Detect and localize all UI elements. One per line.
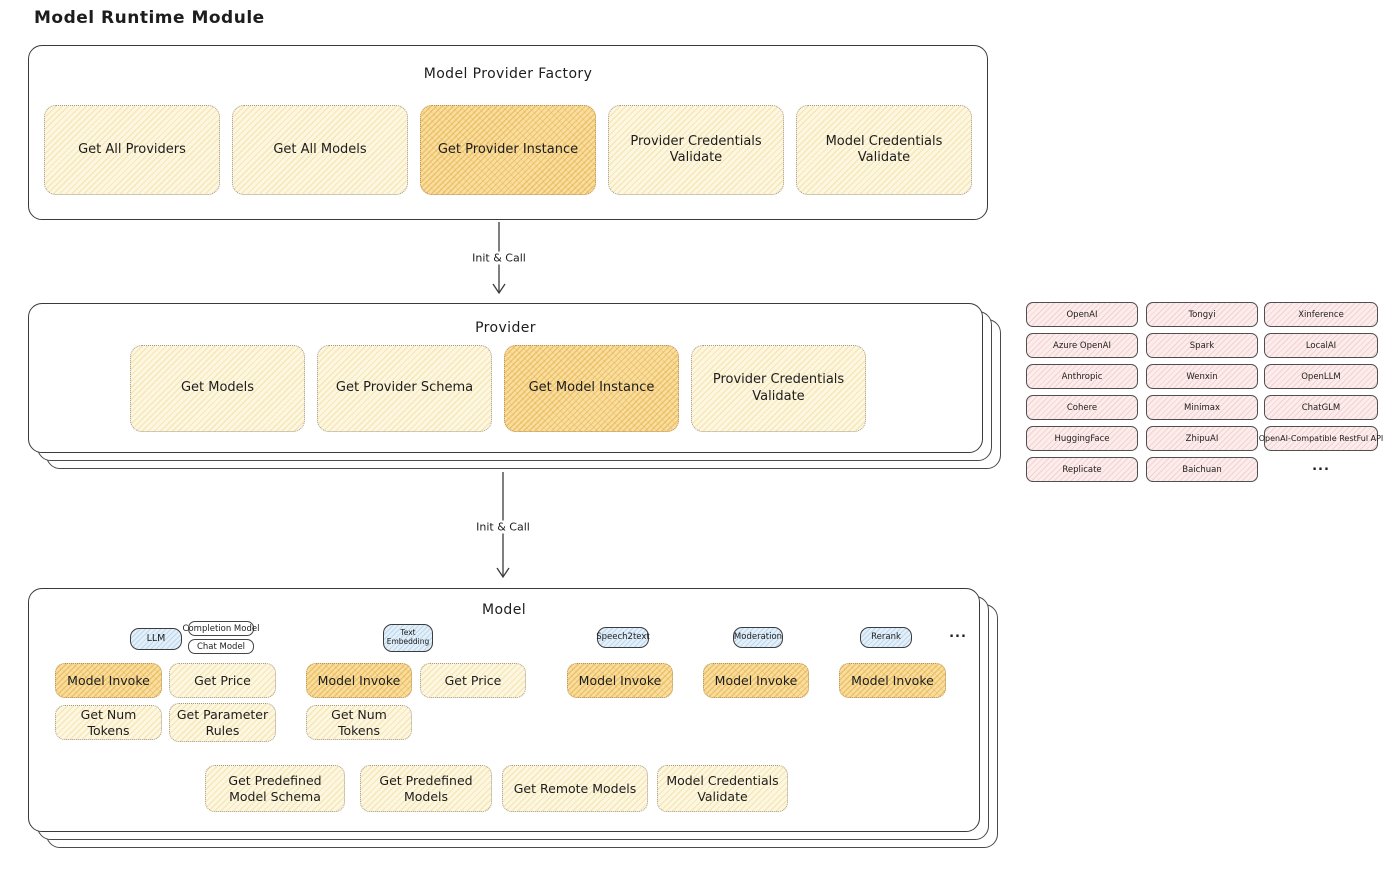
provider-chip-baichuan: Baichuan — [1146, 457, 1258, 482]
provider-chip-minimax: Minimax — [1146, 395, 1258, 420]
providers-more-label: ... — [1312, 459, 1330, 474]
model-title: Model — [481, 602, 527, 618]
provider-chip-replicate: Replicate — [1026, 457, 1138, 482]
tab-rerank: Rerank — [860, 627, 912, 648]
provider-box-get-provider-schema: Get Provider Schema — [317, 345, 492, 432]
provider-chip-chatglm: ChatGLM — [1264, 395, 1378, 420]
tab-speech2text: Speech2text — [596, 627, 650, 648]
arrow-label-init-call-1: Init & Call — [467, 251, 531, 265]
provider-chip-spark: Spark — [1146, 333, 1258, 358]
op-moderation-model-invoke: Model Invoke — [703, 663, 809, 698]
provider-chip-openai: OpenAI — [1026, 302, 1138, 327]
op-model-credentials-validate: Model Credentials Validate — [657, 765, 788, 812]
op-embedding-get-price: Get Price — [420, 663, 526, 698]
provider-chip-tongyi: Tongyi — [1146, 302, 1258, 327]
op-llm-get-price: Get Price — [169, 663, 276, 698]
factory-title: Model Provider Factory — [423, 66, 593, 82]
provider-box-get-models: Get Models — [130, 345, 305, 432]
tab-completion-model: Completion Model — [183, 621, 259, 636]
op-rerank-model-invoke: Model Invoke — [839, 663, 946, 698]
provider-chip-anthropic: Anthropic — [1026, 364, 1138, 389]
op-speech2text-model-invoke: Model Invoke — [567, 663, 673, 698]
arrow-init-call-1: Init & Call — [454, 222, 544, 295]
tab-llm: LLM — [130, 628, 182, 650]
op-llm-get-num-tokens: Get Num Tokens — [55, 705, 162, 740]
provider-chip-localai: LocalAI — [1264, 333, 1378, 358]
providers-column-1: OpenAI Azure OpenAI Anthropic Cohere Hug… — [1026, 302, 1138, 482]
op-get-remote-models: Get Remote Models — [502, 765, 648, 812]
op-get-predefined-model-schema: Get Predefined Model Schema — [205, 765, 345, 812]
arrow-init-call-2: Init & Call — [458, 472, 548, 579]
provider-chip-xinference: Xinference — [1264, 302, 1378, 327]
provider-chip-cohere: Cohere — [1026, 395, 1138, 420]
provider-box-get-model-instance: Get Model Instance — [504, 345, 679, 432]
op-get-predefined-models: Get Predefined Models — [360, 765, 492, 812]
provider-chip-openai-compatible-restful-api: OpenAI-Compatible RestFul API — [1259, 426, 1383, 451]
page-title: Model Runtime Module — [34, 8, 265, 28]
op-llm-model-invoke: Model Invoke — [55, 663, 162, 698]
tab-moderation: Moderation — [733, 627, 783, 648]
provider-chip-openllm: OpenLLM — [1264, 364, 1378, 389]
providers-column-3: Xinference LocalAI OpenLLM ChatGLM OpenA… — [1259, 302, 1383, 480]
arrow-label-init-call-2: Init & Call — [471, 520, 535, 534]
factory-box-model-credentials-validate: Model Credentials Validate — [796, 105, 972, 195]
provider-chip-zhipuai: ZhipuAI — [1146, 426, 1258, 451]
tabs-more-label: ... — [949, 626, 967, 641]
provider-chip-huggingface: HuggingFace — [1026, 426, 1138, 451]
tab-chat-model: Chat Model — [188, 639, 254, 654]
op-llm-get-parameter-rules: Get Parameter Rules — [169, 703, 276, 742]
provider-chip-azure-openai: Azure OpenAI — [1026, 333, 1138, 358]
provider-chip-wenxin: Wenxin — [1146, 364, 1258, 389]
providers-column-2: Tongyi Spark Wenxin Minimax ZhipuAI Baic… — [1146, 302, 1258, 482]
op-embedding-get-num-tokens: Get Num Tokens — [306, 705, 412, 740]
op-embedding-model-invoke: Model Invoke — [306, 663, 412, 698]
factory-box-get-all-providers: Get All Providers — [44, 105, 220, 195]
factory-box-get-all-models: Get All Models — [232, 105, 408, 195]
provider-box-provider-credentials-validate: Provider Credentials Validate — [691, 345, 866, 432]
factory-box-get-provider-instance: Get Provider Instance — [420, 105, 596, 195]
factory-box-provider-credentials-validate: Provider Credentials Validate — [608, 105, 784, 195]
tab-text-embedding: Text Embedding — [383, 624, 433, 652]
provider-title: Provider — [475, 320, 536, 336]
